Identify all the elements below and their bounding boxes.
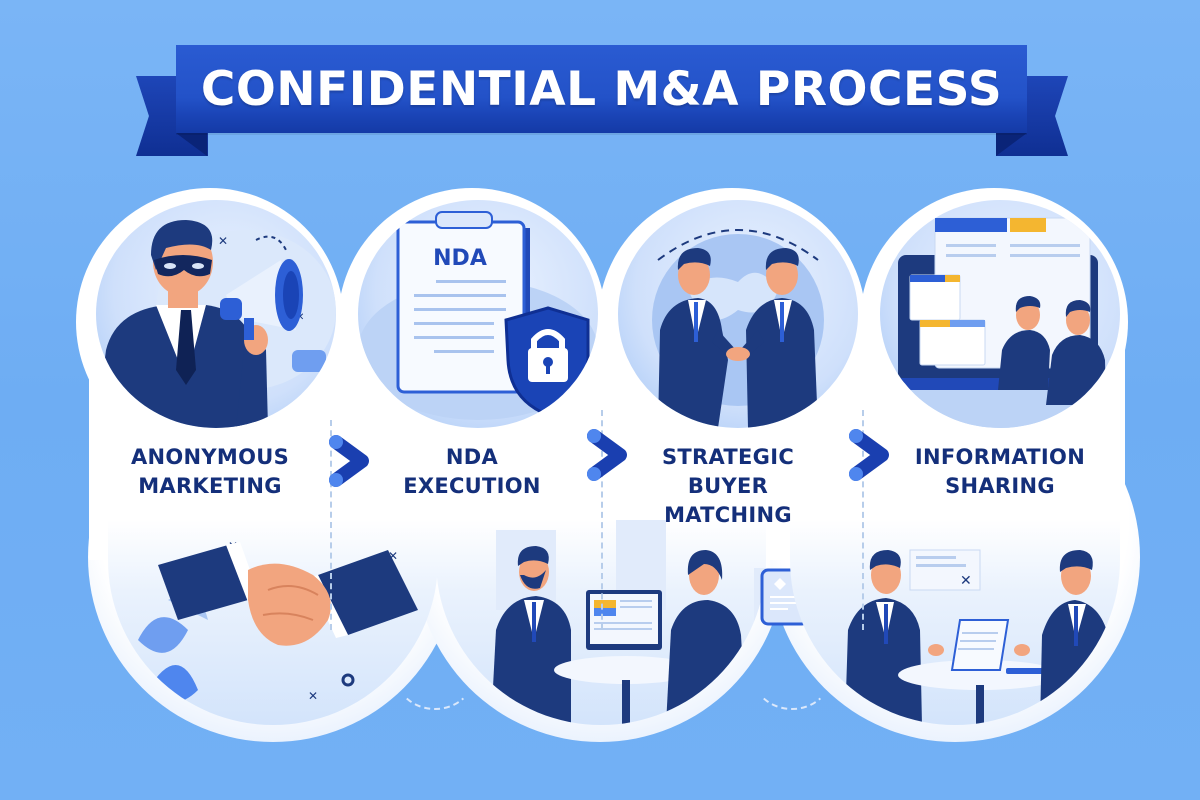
dashed-connector-arc [752,640,832,710]
svg-text:✕: ✕ [218,234,228,248]
step-3-label-line3: MATCHING [664,503,792,527]
step-2-label-line2: EXECUTION [403,474,541,498]
step-1-label: ANONYMOUS MARKETING [100,443,320,501]
step-2-label: NDA EXECUTION [372,443,572,501]
chevron-right-icon [848,428,890,482]
title-banner: CONFIDENTIAL M&A PROCESS [176,45,1027,133]
masked-businessman-megaphone-icon: ✕ ✕ [96,200,336,428]
step-1-label-line2: MARKETING [138,474,282,498]
step-divider [330,420,332,630]
laptop-dataroom-team-icon [880,200,1120,428]
dashed-connector-arc [395,640,475,710]
step-divider [862,410,864,630]
step-divider [601,410,603,630]
page-title: CONFIDENTIAL M&A PROCESS [200,61,1003,117]
nda-heading: NDA [433,246,487,271]
svg-text:✕: ✕ [960,573,972,589]
step-4-label: INFORMATION SHARING [890,443,1110,501]
svg-text:✕: ✕ [308,689,318,703]
step-3-label-line2: BUYER [687,474,769,498]
step-4-label-line2: SHARING [945,474,1055,498]
step-4-label-line1: INFORMATION [914,445,1086,469]
svg-text:✕: ✕ [296,312,304,323]
table-document-review-icon: ✕ [790,520,1120,725]
step-2-label-line1: NDA [445,445,499,469]
chevron-right-icon [586,428,628,482]
svg-text:✕: ✕ [388,549,398,563]
step-3-label: STRATEGIC BUYER MATCHING [628,443,828,530]
chevron-right-icon [328,434,370,488]
step-1-label-line1: ANONYMOUS [130,445,290,469]
businessmen-handshake-globe-icon [618,200,858,428]
step-3-label-line1: STRATEGIC [661,445,795,469]
nda-document-shield-lock-icon: NDA [358,200,598,428]
